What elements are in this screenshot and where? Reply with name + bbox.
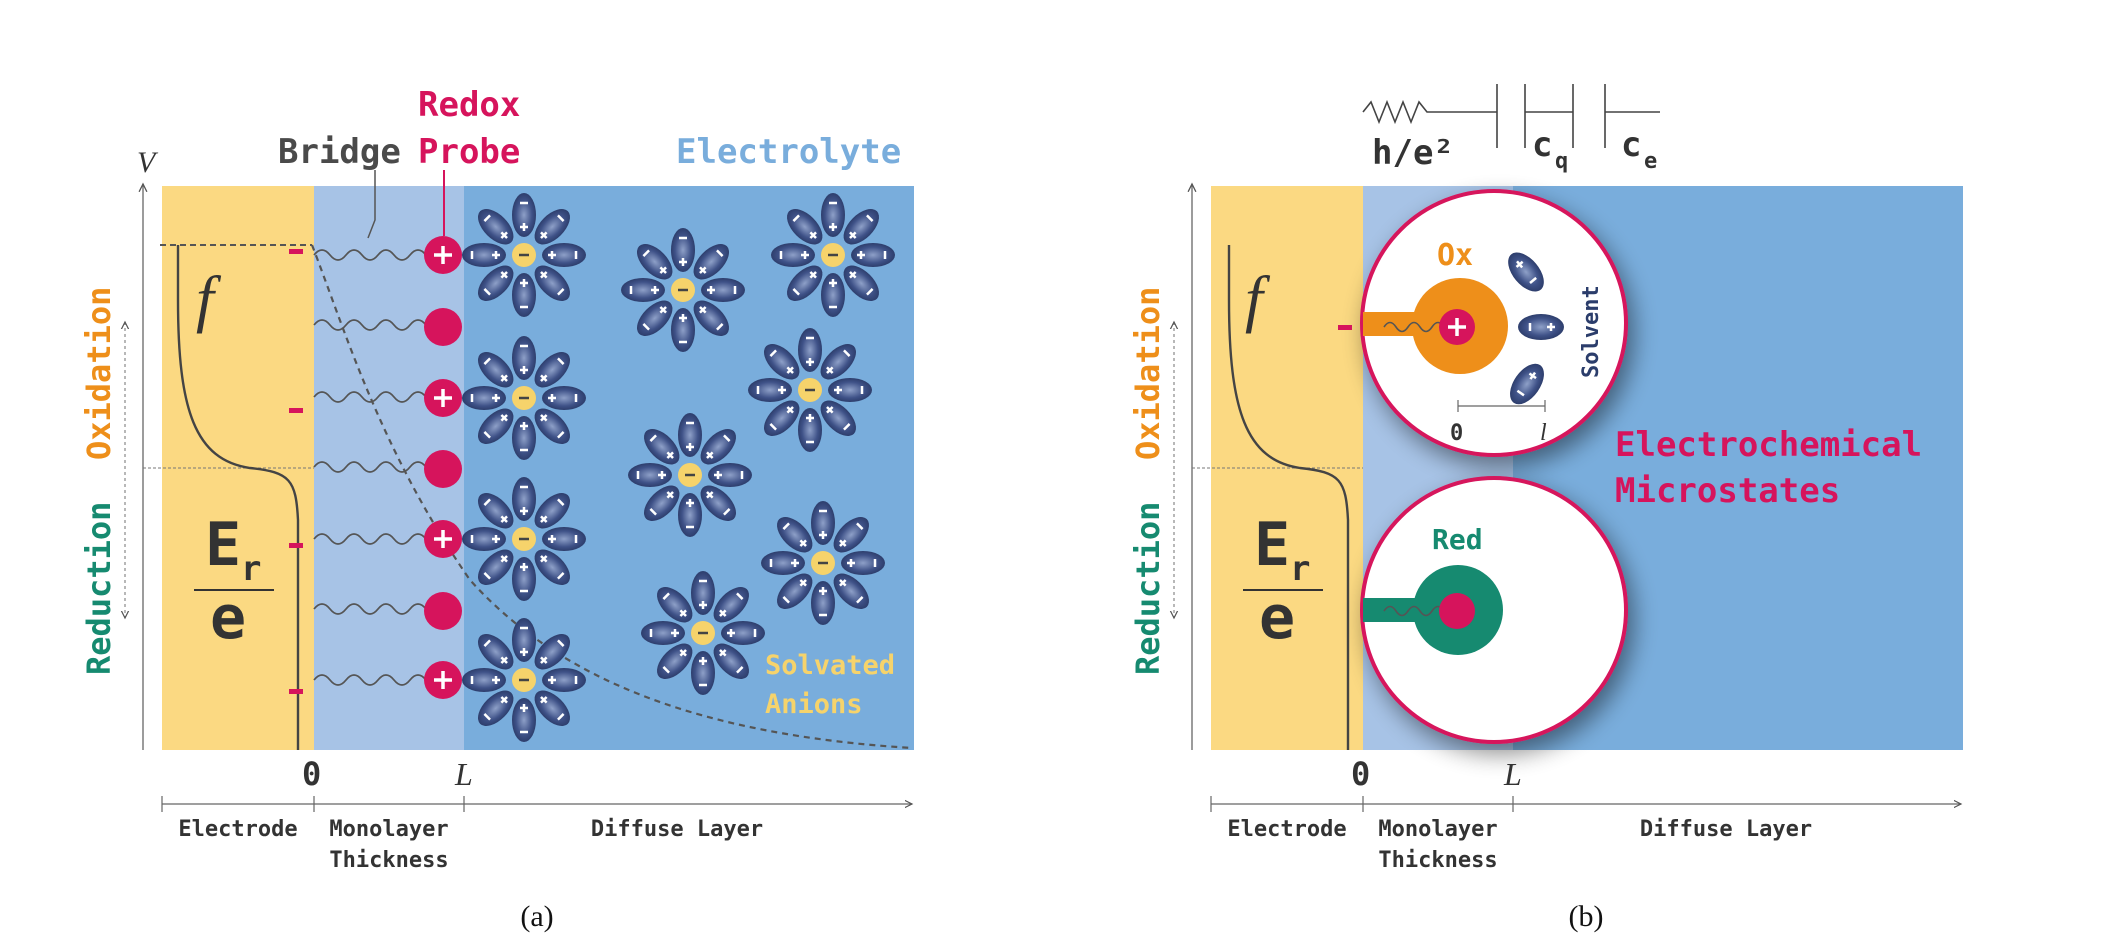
solvated-anions-label-2: Anions xyxy=(765,689,863,720)
electrode-label: Electrode xyxy=(1227,817,1346,842)
monolayer-label-1: Monolayer xyxy=(1378,817,1497,842)
solvent-molecule-icon xyxy=(1508,252,1544,292)
probe-positive xyxy=(424,236,462,274)
fermi-curve xyxy=(176,245,300,750)
flower-ion-icon xyxy=(462,477,586,601)
solvent-molecule-icon xyxy=(1510,363,1544,405)
er-subscript: r xyxy=(241,549,261,589)
flower-ion-icon xyxy=(462,336,586,460)
flower-ion-icon xyxy=(748,328,872,452)
flower-ion-icon xyxy=(462,193,586,317)
electrode-label: Electrode xyxy=(178,817,297,842)
er-denominator: e xyxy=(210,583,246,653)
caption-a: (a) xyxy=(520,900,553,933)
microstates-label-2: Microstates xyxy=(1615,471,1840,511)
redox-probes xyxy=(424,236,462,699)
flower-ion-icon xyxy=(462,618,586,742)
ce-label: c xyxy=(1621,125,1641,165)
ce-subscript: e xyxy=(1644,149,1657,174)
bridge-label: Bridge xyxy=(278,132,401,172)
scale-l: l xyxy=(1540,420,1547,446)
probe-positive xyxy=(424,379,462,417)
scale-zero: 0 xyxy=(1450,421,1463,446)
diffuse-layer-label: Diffuse Layer xyxy=(1640,817,1812,842)
oxidation-label: Oxidation xyxy=(80,287,118,460)
probe-positive xyxy=(424,520,462,558)
zero-label: 0 xyxy=(302,755,321,793)
redox-probe-label-2: Probe xyxy=(418,132,520,172)
probe-neutral xyxy=(424,592,462,630)
L-label: L xyxy=(454,756,473,792)
flower-ion-icon xyxy=(761,501,885,625)
flower-ion-icon xyxy=(771,193,895,317)
electrolyte-label: Electrolyte xyxy=(676,132,901,172)
red-probe-circle-icon xyxy=(1439,593,1475,629)
reduction-label: Reduction xyxy=(1129,502,1167,675)
v-axis-label: V xyxy=(137,146,159,179)
resistor-label: h/e² xyxy=(1372,133,1454,173)
red-label: Red xyxy=(1432,523,1483,556)
flower-ion-icon xyxy=(628,413,752,537)
solvent-molecule-icon xyxy=(1518,314,1564,340)
solvent-molecules xyxy=(1508,252,1564,405)
panel-b: Oxidation Reduction f E r e h/e² c q c e xyxy=(1129,84,1963,933)
probe-neutral xyxy=(424,450,462,488)
oxidation-label: Oxidation xyxy=(1129,287,1167,460)
er-denominator: e xyxy=(1259,583,1295,653)
reduction-label: Reduction xyxy=(80,502,118,675)
ox-label: Ox xyxy=(1437,238,1473,273)
solvated-anions xyxy=(462,193,895,742)
diffuse-layer-label: Diffuse Layer xyxy=(591,817,763,842)
flower-ion-icon xyxy=(621,228,745,352)
bridges xyxy=(313,249,427,686)
er-numerator: E xyxy=(1254,510,1290,580)
electrode-charges xyxy=(289,249,303,694)
zero-label: 0 xyxy=(1351,755,1370,793)
monolayer-label-1: Monolayer xyxy=(329,817,448,842)
redox-probe-label-1: Redox xyxy=(418,85,520,125)
solvent-label: Solvent xyxy=(1579,285,1604,378)
er-subscript: r xyxy=(1290,549,1310,589)
resistor-icon xyxy=(1362,99,1497,125)
microstates-label-1: Electrochemical xyxy=(1615,425,1922,465)
bridge-callout xyxy=(367,170,376,239)
cq-subscript: q xyxy=(1555,149,1568,174)
solvated-anions-label-1: Solvated xyxy=(765,650,895,681)
flower-ion-icon xyxy=(641,571,765,695)
monolayer-label-2: Thickness xyxy=(1378,848,1497,873)
monolayer-label-2: Thickness xyxy=(329,848,448,873)
ox-probe-plus-icon xyxy=(1439,309,1475,345)
fermi-curve xyxy=(1227,245,1350,750)
panel-a: V Oxidation Reduction f E r e xyxy=(80,85,914,933)
er-numerator: E xyxy=(205,510,241,580)
potential-decay-curve xyxy=(310,244,913,750)
probe-positive xyxy=(424,661,462,699)
probe-neutral xyxy=(424,308,462,346)
caption-b: (b) xyxy=(1569,900,1604,933)
circuit xyxy=(1362,84,1660,148)
L-label: L xyxy=(1503,756,1522,792)
electrode-charge xyxy=(1338,325,1352,330)
cq-label: c xyxy=(1532,125,1552,165)
